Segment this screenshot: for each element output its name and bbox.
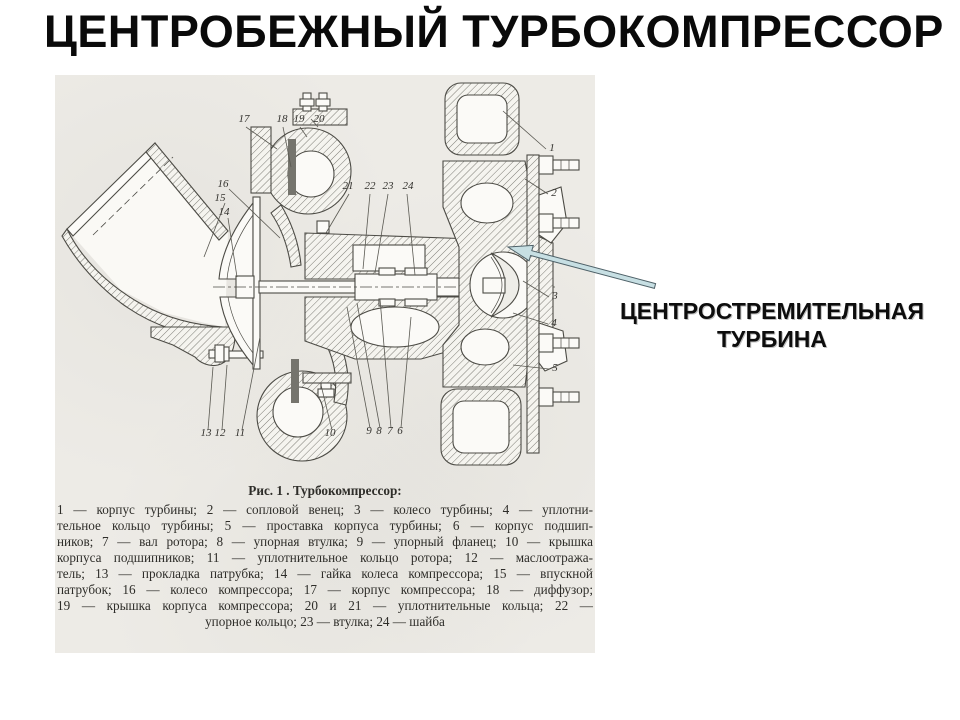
figure-scan: 17 18 19 20 16 15 14 21 22 23 24 1 2 3 4…: [55, 75, 595, 653]
part-label: 15: [215, 192, 227, 204]
part-label: 10: [325, 427, 337, 439]
callout-label-line1: ЦЕНТРОСТРЕМИТЕЛЬНАЯ: [620, 298, 924, 324]
leader-lines: [203, 110, 550, 431]
part-label: 19: [294, 113, 306, 125]
part-label: 8: [376, 425, 382, 437]
flange-bolt: [538, 333, 580, 353]
caption-line: упорное кольцо; 23 — втулка; 24 — шайба: [205, 614, 445, 629]
part-label: 7: [387, 425, 393, 437]
compressor-housing: [150, 92, 352, 462]
flange-bolt: [538, 387, 580, 407]
part-label: 24: [403, 180, 415, 192]
part-label: 21: [343, 180, 354, 192]
part-label: 5: [552, 362, 558, 374]
caption-line: 19 — крышка корпуса компрессора; 20 и 21…: [57, 598, 593, 613]
part-label: 6: [397, 425, 403, 437]
part-label: 17: [239, 113, 251, 125]
part-label: 14: [219, 206, 231, 218]
turbine-flange-bolts: [526, 154, 580, 454]
turbocompressor-diagram: 17 18 19 20 16 15 14 21 22 23 24 1 2 3 4…: [61, 82, 580, 466]
caption-line: ников; 7 — вал ротора; 8 — упорная втулк…: [57, 534, 593, 549]
part-label: 1: [549, 142, 555, 154]
part-labels: 17 18 19 20 16 15 14 21 22 23 24 1 2 3 4…: [201, 113, 559, 439]
part-label: 22: [365, 180, 377, 192]
page-title: ЦЕНТРОБЕЖНЫЙ ТУРБОКОМПРЕССОР: [44, 6, 944, 57]
part-label: 2: [551, 187, 557, 199]
caption-line: корпуса подшипников; 11 — уплотнительное…: [57, 550, 593, 565]
flange-bolt: [538, 213, 580, 233]
caption-line: тельное кольцо турбины; 5 — проставка ко…: [57, 518, 593, 533]
part-label: 11: [235, 427, 245, 439]
caption-line: 1 — корпус турбины; 2 — сопловой венец; …: [57, 502, 593, 517]
part-label: 16: [218, 178, 230, 190]
callout-label-line2: ТУРБИНА: [717, 326, 827, 352]
part-label: 4: [551, 317, 557, 329]
part-label: 3: [551, 290, 558, 302]
compressor-wheel: [218, 196, 261, 370]
part-label: 9: [366, 425, 372, 437]
figure-caption: Рис. 1 . Турбокомпрессор: 1 — корпус тур…: [57, 483, 593, 630]
part-label: 20: [314, 113, 326, 125]
flange-bolt: [538, 155, 580, 175]
caption-line: патрубок; 16 — колесо компрессора; 17 — …: [57, 582, 593, 597]
callout-label: ЦЕНТРОСТРЕМИТЕЛЬНАЯ ТУРБИНА: [596, 297, 948, 353]
diffuser-slot: [288, 139, 296, 195]
part-label: 23: [383, 180, 395, 192]
part-label: 13: [201, 427, 213, 439]
caption-line: тель; 13 — прокладка патрубка; 14 — гайк…: [57, 566, 593, 581]
inlet-duct: [61, 142, 252, 338]
turbine-housing: [440, 82, 554, 466]
caption-header: Рис. 1 . Турбокомпрессор:: [248, 483, 402, 498]
part-label: 18: [277, 113, 289, 125]
part-label: 12: [215, 427, 227, 439]
